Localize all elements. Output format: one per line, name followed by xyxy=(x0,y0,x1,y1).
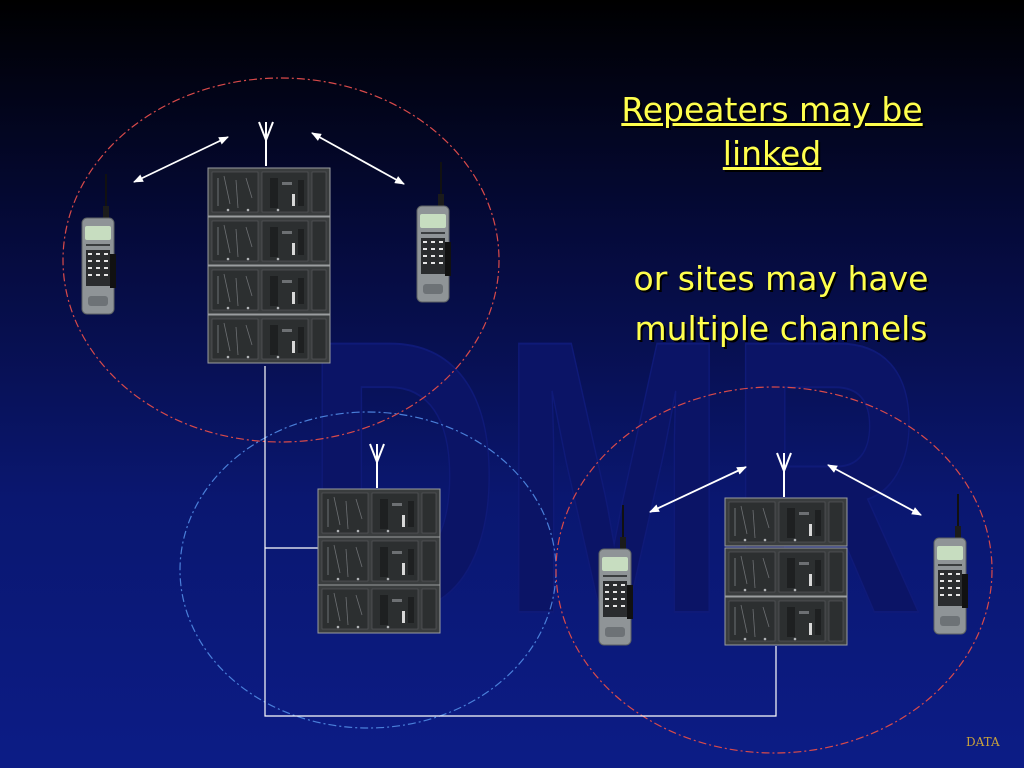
double-arrow-icon xyxy=(649,466,747,513)
footer-label: DATA xyxy=(966,735,1000,749)
repeater-rack-icon xyxy=(207,121,331,364)
coverage-area-site-3 xyxy=(555,386,993,754)
slide-subtitle: or sites may have multiple channels xyxy=(633,259,929,348)
double-arrow-icon xyxy=(133,136,229,183)
double-arrow-icon xyxy=(311,132,405,185)
handset-icon xyxy=(933,493,969,635)
handset-icon xyxy=(416,161,452,303)
coverage-area-site-1 xyxy=(62,77,500,443)
slide-title: Repeaters may be linked xyxy=(621,90,923,173)
handset-icon xyxy=(81,173,117,315)
double-arrow-icon xyxy=(827,464,922,516)
repeater-link-line xyxy=(264,366,777,717)
